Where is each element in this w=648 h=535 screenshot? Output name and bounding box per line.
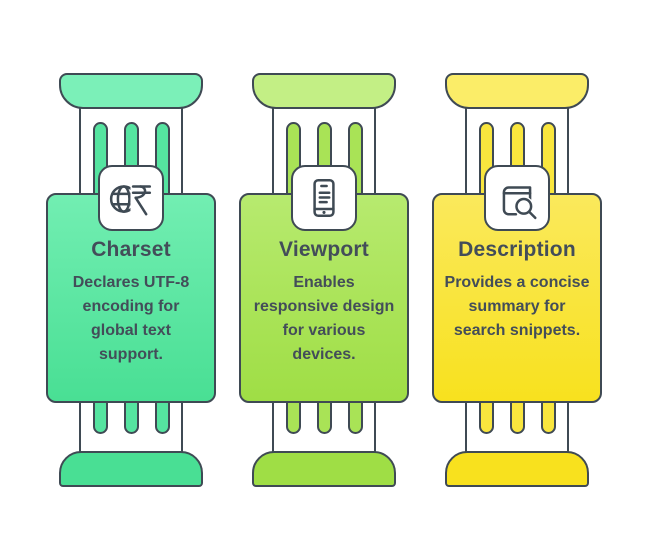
- pillar-capital: [252, 73, 396, 109]
- pillar-shaft-bottom: [272, 399, 376, 453]
- icon-badge: [291, 165, 357, 231]
- pillar-flute: [540, 401, 556, 434]
- pillar-flute: [316, 401, 332, 434]
- pillar-flute: [509, 401, 525, 434]
- pillar-flute: [285, 401, 301, 434]
- card-description: Provides a concise summary for search sn…: [444, 274, 590, 339]
- card-viewport: Viewport Enables responsive design for v…: [239, 193, 409, 403]
- card-title: Description: [458, 238, 576, 261]
- globe-rupee-icon: [108, 175, 154, 221]
- smartphone-icon: [301, 175, 347, 221]
- pillar-row: Charset Declares UTF-8 encoding for glob…: [0, 73, 648, 487]
- card-title: Charset: [91, 238, 171, 261]
- card-description: Declares UTF-8 encoding for global text …: [72, 274, 190, 363]
- book-search-icon: [494, 175, 540, 221]
- icon-badge: [98, 165, 164, 231]
- card-description: Enables responsive design for various de…: [253, 274, 395, 363]
- pillar-base: [59, 451, 203, 487]
- pillar-capital: [445, 73, 589, 109]
- card-description-meta: Description Provides a concise summary f…: [432, 193, 602, 403]
- pillar-viewport: Viewport Enables responsive design for v…: [238, 73, 410, 487]
- pillar-flute: [347, 401, 363, 434]
- pillar-flute: [92, 401, 108, 434]
- pillar-base: [445, 451, 589, 487]
- pillar-shaft-top: [79, 105, 183, 197]
- card-title: Viewport: [279, 238, 369, 261]
- pillar-flute: [123, 401, 139, 434]
- pillar-shaft-bottom: [79, 399, 183, 453]
- pillar-base: [252, 451, 396, 487]
- icon-badge: [484, 165, 550, 231]
- pillar-charset: Charset Declares UTF-8 encoding for glob…: [45, 73, 217, 487]
- pillar-description: Description Provides a concise summary f…: [431, 73, 603, 487]
- pillar-capital: [59, 73, 203, 109]
- pillar-shaft-bottom: [465, 399, 569, 453]
- pillar-flute: [478, 401, 494, 434]
- pillar-flute: [154, 401, 170, 434]
